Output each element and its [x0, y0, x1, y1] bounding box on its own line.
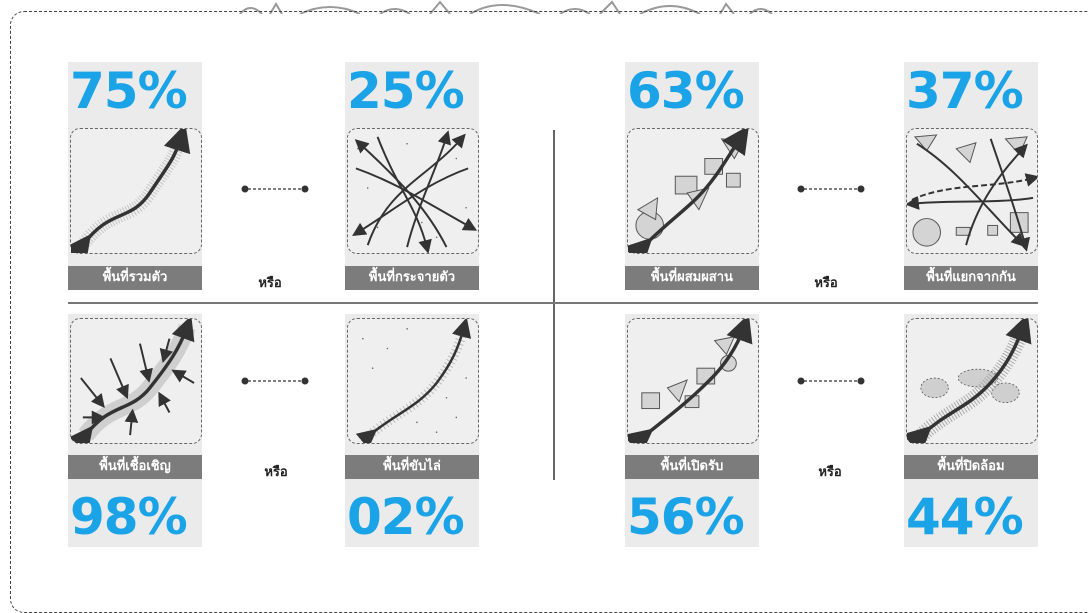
dispersing-paths-icon: [352, 130, 478, 253]
diagram-tile: [347, 128, 479, 254]
diagram-tile: [906, 318, 1038, 444]
diagram-tile: [70, 128, 202, 254]
inviting-arrows-path-icon: [71, 319, 196, 443]
connector-icon: [241, 377, 309, 385]
percent-value: 75%: [70, 62, 188, 120]
space-label: พื้นที่ปิดล้อม: [904, 455, 1038, 479]
diagram-tile: [347, 318, 479, 444]
percent-value: 63%: [627, 62, 745, 120]
diagram-tile: [627, 318, 759, 444]
diagram-tile: [627, 128, 759, 254]
repelling-path-icon: [355, 319, 472, 443]
percent-value: 44%: [906, 488, 1024, 546]
percent-value: 25%: [347, 62, 465, 120]
or-text: หรือ: [818, 465, 842, 480]
vertical-divider: [553, 130, 555, 480]
open-shapes-path-icon: [628, 319, 753, 443]
percent-value: 56%: [627, 488, 745, 546]
separated-paths-icon: [907, 134, 1037, 252]
connector-icon: [241, 185, 309, 193]
connector-icon: [797, 377, 865, 385]
or-text: หรือ: [258, 276, 282, 291]
enclosed-path-icon: [907, 319, 1032, 443]
percent-value: 02%: [347, 488, 465, 546]
top-decoration: [239, 0, 773, 14]
space-label: พื้นที่ผสมผสาน: [625, 266, 759, 290]
space-label: พื้นที่เชื้อเชิญ: [68, 455, 202, 479]
diagram-tile: [906, 128, 1038, 254]
converging-path-icon: [71, 129, 191, 253]
or-text: หรือ: [814, 276, 838, 291]
or-text: หรือ: [264, 465, 288, 480]
connector-icon: [797, 185, 865, 193]
diagram-tile: [70, 318, 202, 444]
percent-value: 98%: [70, 488, 188, 546]
horizontal-divider: [68, 302, 1038, 304]
space-label: พื้นที่แยกจากกัน: [904, 266, 1038, 290]
mixed-shapes-path-icon: [628, 129, 749, 253]
space-label: พื้นที่กระจายตัว: [345, 266, 479, 290]
space-label: พื้นที่ขับไล่: [345, 455, 479, 479]
space-label: พื้นที่รวมตัว: [68, 266, 202, 290]
percent-value: 37%: [906, 62, 1024, 120]
space-label: พื้นที่เปิดรับ: [625, 455, 759, 479]
